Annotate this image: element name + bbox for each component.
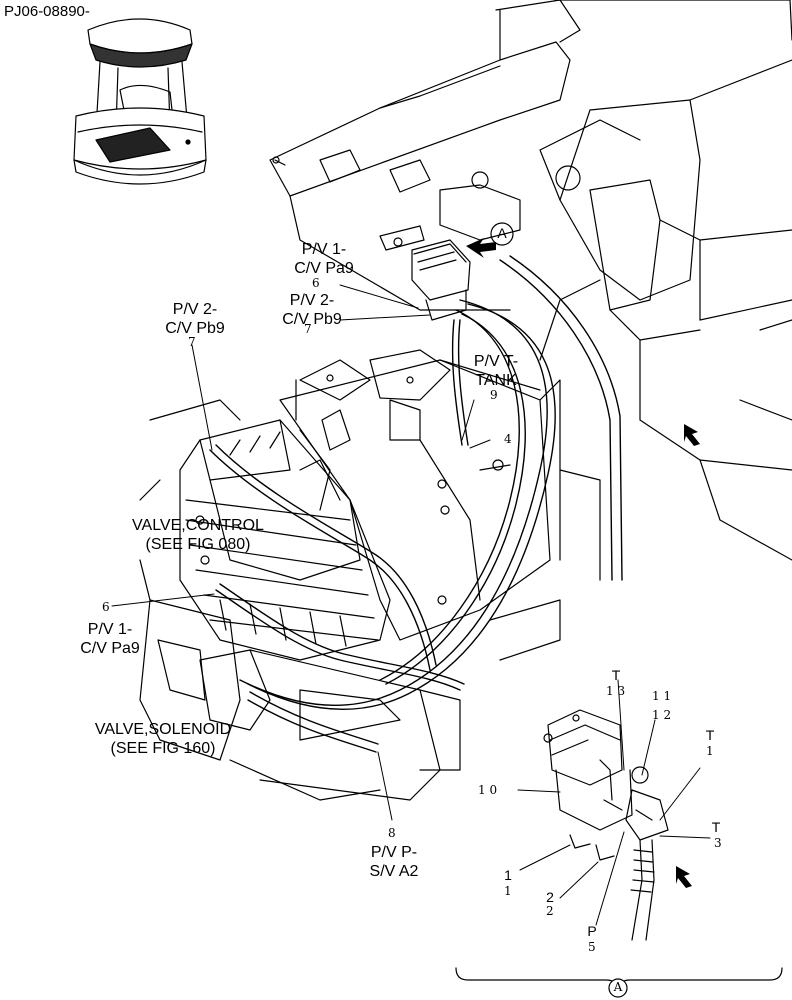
- item-number-1: 1: [504, 884, 512, 898]
- item-number-7: 7: [188, 335, 196, 349]
- callout-line-1: VALVE,SOLENOID: [94, 721, 232, 738]
- leader-lines: [111, 284, 711, 926]
- callout-line-2: C/V Pa9: [80, 640, 140, 657]
- callout-line-1: P/V 1-: [301, 241, 347, 258]
- callout-line-2: C/V Pa9: [294, 260, 354, 277]
- port-label-t: T: [611, 667, 621, 683]
- arrow-to-a-icon: [466, 238, 496, 258]
- callout-line-2: S/V A2: [369, 863, 419, 880]
- item-number-13: 1 3: [606, 684, 626, 698]
- callout-line-2: C/V Pb9: [282, 311, 342, 328]
- item-number-3: 3: [714, 836, 722, 850]
- direction-arrows: [466, 238, 700, 888]
- callout-pv-p-sv-a2: P/V P- S/V A2: [354, 843, 434, 881]
- item-number-2: 2: [546, 904, 554, 918]
- callout-line-1: P/V T-: [473, 353, 519, 370]
- callout-pv1-cv-pa9-top: P/V 1- C/V Pa9: [284, 240, 364, 278]
- callout-pv2-cv-pb9-top: P/V 2- C/V Pb9: [272, 291, 352, 329]
- item-number-1: 1: [706, 744, 714, 758]
- item-number-5: 5: [588, 940, 596, 954]
- front-arrow-detail-icon: [676, 866, 692, 888]
- detail-marker-a-bottom: A: [613, 980, 623, 994]
- item-number-12: 1 2: [652, 708, 672, 722]
- drawing-number: PJ06-08890-: [4, 3, 90, 20]
- item-number-11: 1 1: [652, 689, 672, 703]
- callout-line-2: (SEE FIG 160): [110, 740, 216, 757]
- callout-line-1: P/V 1-: [87, 621, 133, 638]
- upper-frame: [269, 0, 792, 561]
- detail-a-pilot-valve: [543, 709, 669, 941]
- callout-line-1: VALVE,CONTROL: [132, 517, 264, 534]
- callout-pv2-cv-pb9-left: P/V 2- C/V Pb9: [155, 300, 235, 338]
- port-label-t: T: [705, 727, 715, 743]
- detail-brace-marker: [608, 978, 628, 998]
- callout-valve-solenoid: VALVE,SOLENOID (SEE FIG 160): [78, 720, 248, 758]
- callout-pv-t-tank: P/V T- TANK: [458, 352, 534, 390]
- callout-line-1: P/V 2-: [289, 292, 335, 309]
- port-label-1: 1: [504, 867, 512, 883]
- detail-marker-a-top: A: [497, 225, 507, 241]
- control-valve-block: [179, 419, 391, 661]
- port-label-2: 2: [546, 889, 554, 905]
- item-number-10: 1 0: [478, 783, 498, 797]
- hose-routing: [209, 255, 623, 753]
- callout-line-1: P/V 2-: [172, 301, 218, 318]
- callout-valve-control: VALVE,CONTROL (SEE FIG 080): [118, 516, 278, 554]
- item-number-6: 6: [102, 600, 110, 614]
- machine-thumbnail: [73, 18, 207, 185]
- detail-marker-circle: [490, 222, 514, 246]
- item-number-9: 9: [490, 388, 498, 402]
- item-number-4: 4: [504, 432, 512, 446]
- port-label-t: T: [711, 819, 721, 835]
- front-arrow-icon: [684, 424, 700, 446]
- port-label-p: P: [587, 923, 597, 939]
- item-number-8: 8: [388, 826, 396, 840]
- item-number-7: 7: [304, 322, 312, 336]
- lower-frame: [139, 399, 561, 801]
- pilot-valve-top: [379, 225, 471, 321]
- item-number-6: 6: [312, 276, 320, 290]
- callout-line-2: (SEE FIG 080): [145, 536, 251, 553]
- callout-pv1-cv-pa9-left: P/V 1- C/V Pa9: [70, 620, 150, 658]
- callout-line-2: C/V Pb9: [165, 320, 225, 337]
- callout-line-1: P/V P-: [370, 844, 418, 861]
- callout-line-2: TANK: [475, 372, 517, 389]
